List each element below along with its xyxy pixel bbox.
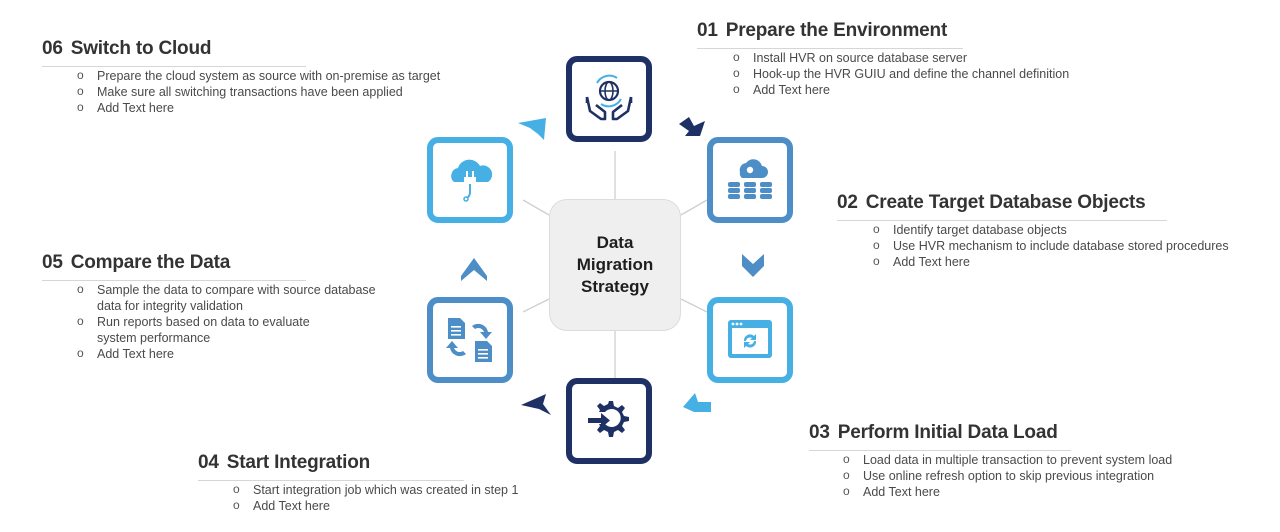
center-title: Data Migration Strategy [549, 199, 681, 331]
list-item: Install HVR on source database server [733, 49, 1153, 66]
step-01-box [566, 56, 652, 142]
connector-line-05 [522, 298, 550, 313]
step-02-box [707, 137, 793, 223]
list-item: Add Text here [733, 81, 1153, 98]
connector-line-06 [522, 199, 550, 216]
database-cloud-icon [728, 159, 772, 199]
list-item: Start integration job which was created … [233, 481, 593, 498]
list-item: Load data in multiple transaction to pre… [843, 451, 1263, 468]
divider [837, 220, 1167, 221]
list-item: Sample the data to compare with source d… [77, 281, 437, 314]
divider [198, 480, 464, 481]
step-05-bullets: Sample the data to compare with source d… [77, 281, 437, 362]
browser-refresh-icon [728, 320, 772, 358]
arrow-04-to-05 [521, 394, 551, 415]
step-03-bullets: Load data in multiple transaction to pre… [843, 451, 1263, 500]
connector-line-02 [680, 199, 708, 216]
globe-in-hands-icon [585, 74, 633, 121]
arrow-01-to-02 [679, 117, 705, 136]
divider [42, 280, 306, 281]
step-02-bullets: Identify target database objects Use HVR… [873, 221, 1280, 270]
arrow-06-to-01 [518, 118, 546, 140]
cloud-plug-icon [451, 159, 493, 202]
list-item: Add Text here [843, 483, 1263, 500]
list-item: Use online refresh option to skip previo… [843, 467, 1263, 484]
list-item: Make sure all switching transactions hav… [77, 83, 507, 100]
list-item: Run reports based on data to evaluate sy… [77, 313, 437, 346]
list-item: Add Text here [77, 345, 437, 362]
step-06-bullets: Prepare the cloud system as source with … [77, 67, 507, 116]
divider [809, 450, 1071, 451]
step-03-box [707, 297, 793, 383]
gear-arrow-icon [588, 401, 629, 437]
arrow-03-to-04 [683, 393, 711, 412]
divider [42, 66, 306, 67]
list-item: Use HVR mechanism to include database st… [873, 237, 1280, 254]
step-06-box [427, 137, 513, 223]
list-item: Prepare the cloud system as source with … [77, 67, 507, 84]
file-swap-icon [446, 318, 492, 362]
step-04-bullets: Start integration job which was created … [233, 481, 593, 514]
list-item: Add Text here [873, 253, 1280, 270]
connector-line-03 [680, 298, 708, 313]
list-item: Add Text here [233, 497, 593, 514]
arrow-05-to-06 [461, 258, 487, 281]
list-item: Identify target database objects [873, 221, 1280, 238]
divider [697, 48, 963, 49]
list-item: Add Text here [77, 99, 507, 116]
step-05-box [427, 297, 513, 383]
list-item: Hook-up the HVR GUIU and define the chan… [733, 65, 1153, 82]
step-01-bullets: Install HVR on source database server Ho… [733, 49, 1153, 98]
arrow-02-to-03 [742, 254, 764, 277]
step-04-box [566, 378, 652, 464]
